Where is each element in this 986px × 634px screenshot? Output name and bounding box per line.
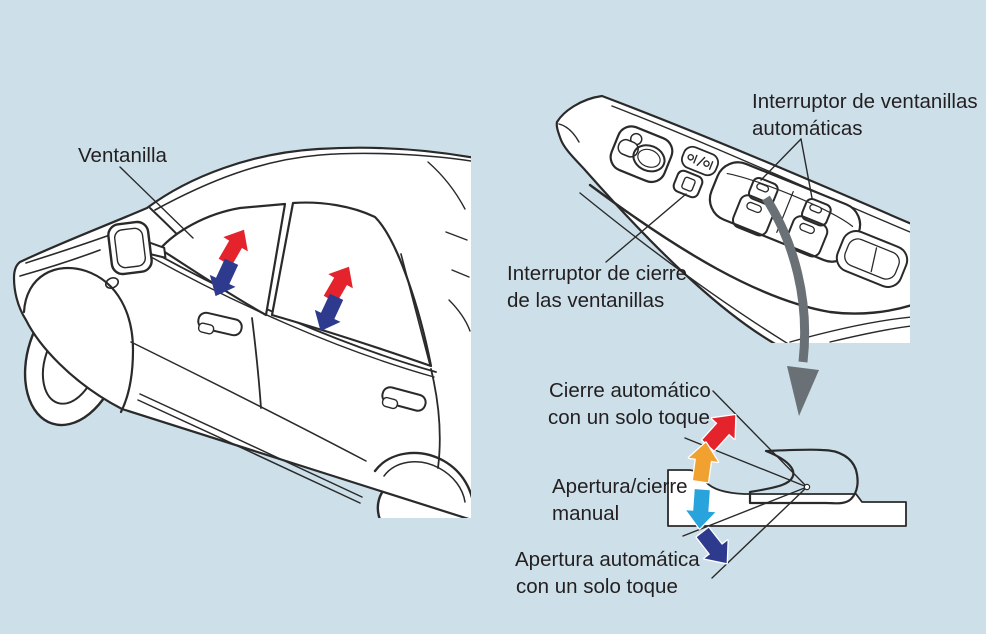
armrest-lower-line: [579, 192, 789, 343]
window-lock-switch-leader: [605, 193, 687, 263]
window-lock-switch[interactable]: [672, 169, 704, 199]
roof-inner-line: [154, 152, 471, 211]
door-panel-illustration: [555, 94, 910, 343]
flow-arrow: [762, 195, 819, 416]
pivot-point: [803, 483, 811, 491]
window-lock-switch-label-line2: de las ventanillas: [507, 289, 664, 312]
rear-door-handle: [381, 386, 427, 412]
manual-label-line1: Apertura/cierre: [552, 475, 688, 498]
rear-door-seam: [430, 368, 441, 469]
side-mirror: [107, 220, 167, 276]
detail-leader-1: [712, 390, 808, 488]
rear-window-division-bar: [400, 253, 431, 366]
rear-wheel-arch: [373, 451, 471, 499]
door-card-line-2: [829, 325, 910, 343]
switch-profile: [748, 448, 859, 505]
hood-crease-2: [19, 249, 101, 277]
panel-top-inner-line: [611, 105, 910, 233]
rub-strip-top: [139, 393, 363, 498]
front-window-switch[interactable]: [731, 174, 785, 238]
armrest-edge-line: [588, 183, 910, 315]
manual-label-line2: manual: [552, 502, 619, 525]
auto-open-label-line1: Apertura automática: [515, 548, 700, 571]
door-pull-recess: [835, 230, 909, 288]
window-label: Ventanilla: [78, 144, 168, 167]
car-illustration: [12, 146, 471, 518]
power-window-switch-leader-left: [760, 138, 802, 181]
window-lock-switch-label-line1: Interruptor de cierre: [507, 262, 687, 285]
rear-deck-line-1: [427, 161, 466, 210]
power-window-switch-label-line1: Interruptor de ventanillas: [752, 90, 978, 113]
power-window-switch-label-line2: automáticas: [752, 117, 863, 140]
rear-wheel-arch-inner: [383, 461, 466, 503]
belt-line-lower: [150, 256, 435, 378]
rear-window-switch[interactable]: [784, 195, 838, 259]
rear-deck-line-2: [445, 231, 468, 241]
front-door-handle: [197, 311, 243, 337]
auto-open-label-line2: con un solo toque: [516, 575, 678, 598]
front-wheel-arch: [22, 266, 135, 414]
switch-detail-illustration: [667, 390, 907, 579]
rub-strip-bottom: [137, 399, 361, 504]
rear-deck-line-3: [451, 269, 470, 278]
window-leader-line: [119, 166, 194, 239]
auto-close-label-line2: con un solo toque: [548, 406, 710, 429]
power-window-switch-leader-right: [800, 138, 813, 199]
auto-close-label-line1: Cierre automático: [549, 379, 711, 402]
mirror-fold-switch[interactable]: [679, 144, 721, 178]
detail-leader-3: [682, 486, 808, 537]
key-cylinder: [104, 277, 120, 289]
flow-arrow-head: [787, 366, 819, 416]
rear-deck-line-4: [448, 299, 471, 332]
body-crease-line: [130, 341, 367, 462]
mirror-control-switch[interactable]: [606, 122, 676, 186]
front-door-seam: [251, 317, 262, 409]
panel-corner-curl: [558, 123, 580, 143]
